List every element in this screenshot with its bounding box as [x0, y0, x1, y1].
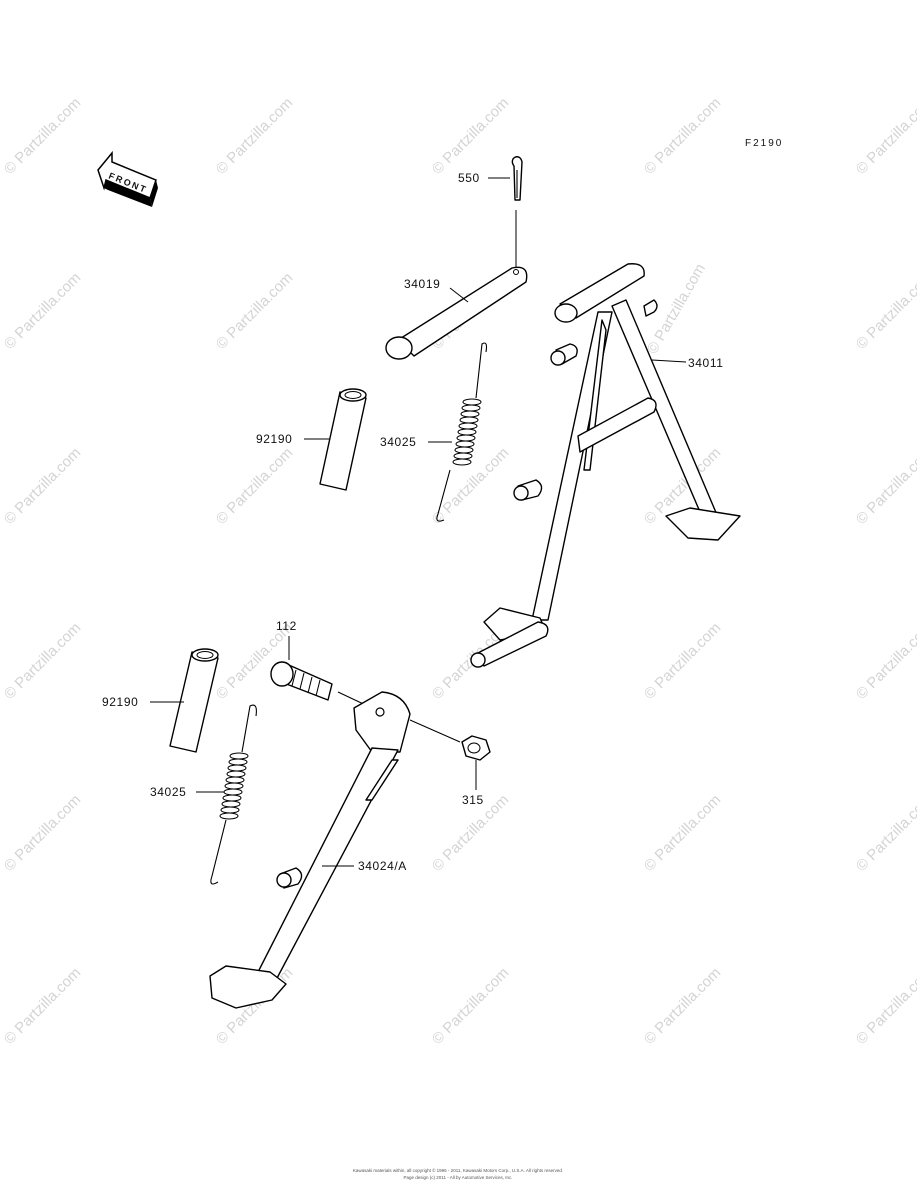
- collar-sleeve-bottom: [169, 648, 219, 753]
- watermark: © Partzilla.com: [1, 94, 84, 177]
- watermark: © Partzilla.com: [1, 269, 84, 352]
- footer-copyright: Kawasaki materials within, all copyright…: [353, 1167, 563, 1173]
- watermark: © Partzilla.com: [1, 619, 84, 702]
- side-stand: [209, 691, 411, 1009]
- watermark: © Partzilla.com: [853, 94, 917, 177]
- callout-92190-top: 92190: [256, 432, 292, 446]
- footer-design-credit: Page design (c) 2011 - All by Automotive…: [404, 1175, 513, 1180]
- watermark-layer: © Partzilla.com © Partzilla.com © Partzi…: [1, 94, 917, 1047]
- watermark: © Partzilla.com: [853, 791, 917, 874]
- callout-550: 550: [458, 171, 480, 185]
- callout-34025-bottom: 34025: [150, 785, 186, 799]
- cotter-pin: [511, 156, 523, 270]
- watermark: © Partzilla.com: [853, 269, 917, 352]
- watermark: © Partzilla.com: [641, 964, 724, 1047]
- front-arrow-icon: FRONT: [97, 150, 158, 207]
- callout-34025-top: 34025: [380, 435, 416, 449]
- leader-34011: [651, 359, 687, 363]
- watermark: © Partzilla.com: [213, 269, 296, 352]
- leader-34019: [449, 287, 469, 303]
- callout-34019: 34019: [404, 277, 440, 291]
- leader-315-axis: [409, 719, 461, 743]
- callout-34024: 34024/A: [358, 859, 407, 873]
- watermark: © Partzilla.com: [853, 964, 917, 1047]
- watermark: © Partzilla.com: [213, 444, 296, 527]
- callout-92190-bottom: 92190: [102, 695, 138, 709]
- watermark: © Partzilla.com: [1, 791, 84, 874]
- callout-34011: 34011: [688, 356, 723, 370]
- callout-315: 315: [462, 793, 484, 807]
- callout-112: 112: [276, 619, 297, 633]
- nut: [461, 735, 491, 761]
- watermark: © Partzilla.com: [1, 444, 84, 527]
- pivot-shaft: [385, 266, 528, 360]
- watermark: © Partzilla.com: [641, 791, 724, 874]
- watermark: © Partzilla.com: [1, 964, 84, 1047]
- spring-top: [436, 342, 488, 522]
- watermark: © Partzilla.com: [853, 619, 917, 702]
- watermark: © Partzilla.com: [213, 94, 296, 177]
- watermark: © Partzilla.com: [641, 619, 724, 702]
- watermark: © Partzilla.com: [853, 444, 917, 527]
- pivot-bolt: [270, 661, 333, 701]
- spring-bottom: [210, 704, 257, 885]
- center-stand: [470, 263, 741, 668]
- figure-code: F2190: [745, 138, 783, 149]
- watermark: © Partzilla.com: [429, 964, 512, 1047]
- collar-sleeve-top: [319, 388, 367, 491]
- watermark: © Partzilla.com: [429, 94, 512, 177]
- watermark: © Partzilla.com: [641, 94, 724, 177]
